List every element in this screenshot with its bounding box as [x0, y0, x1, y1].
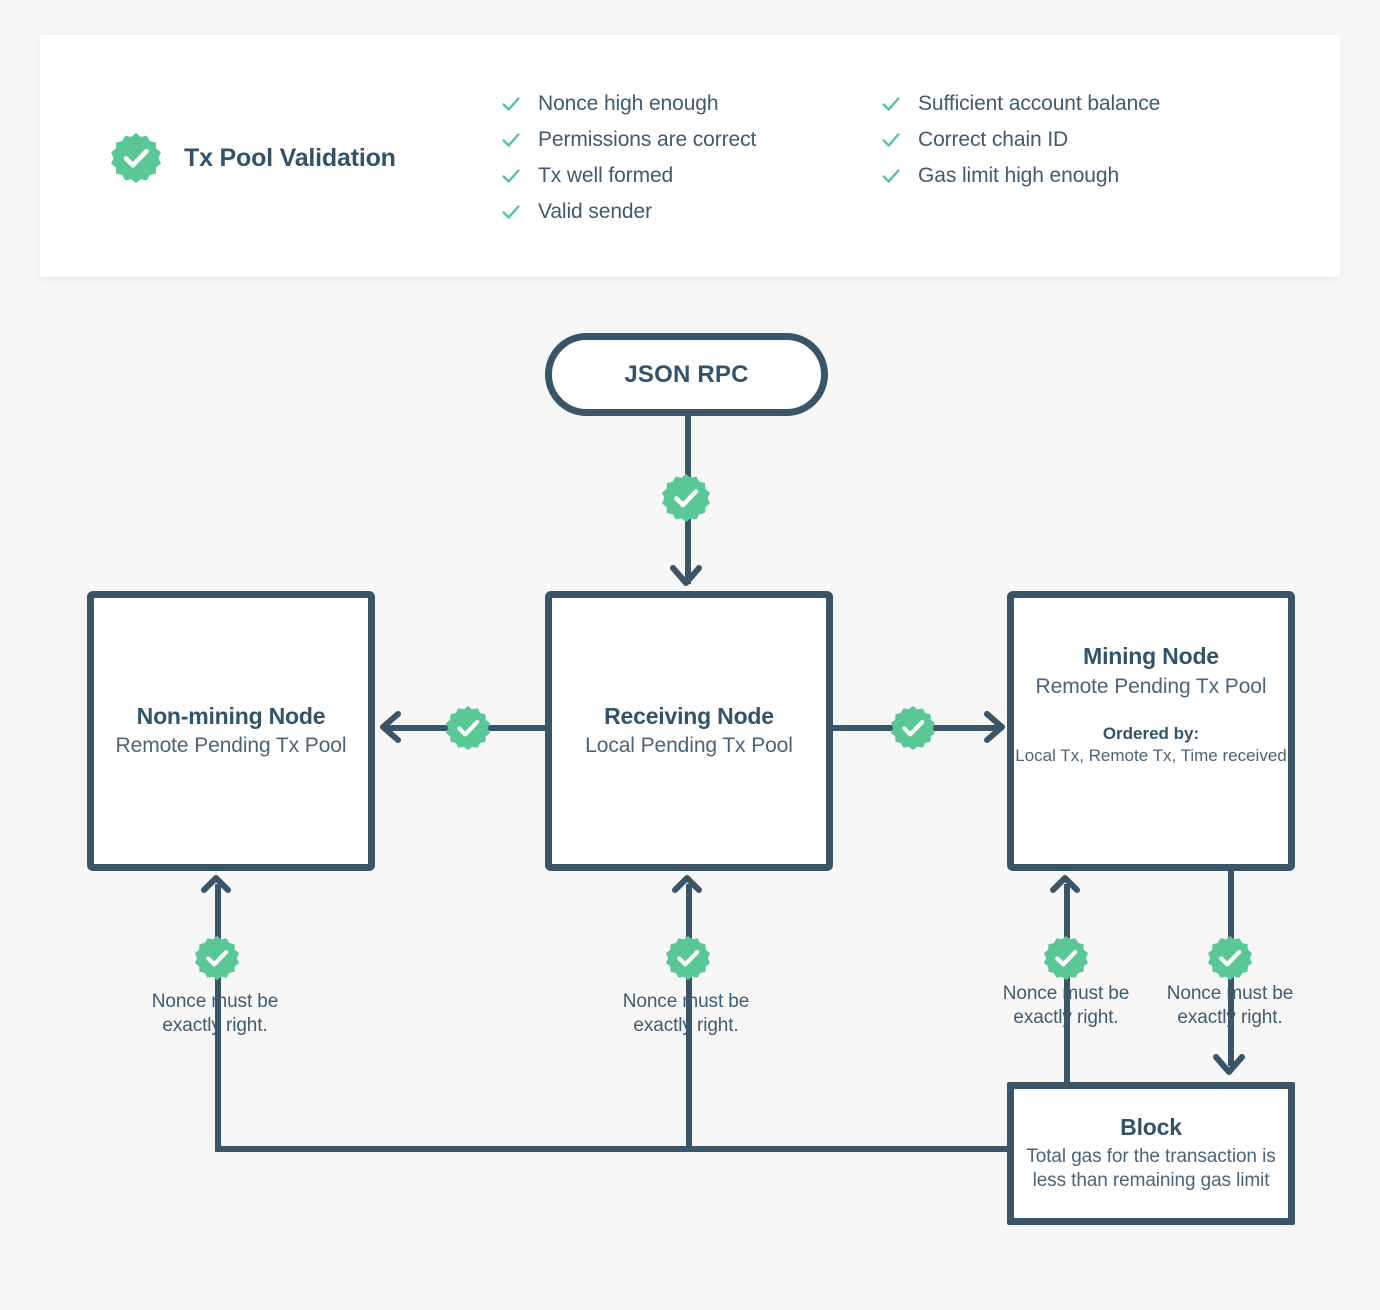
node-receiving-subtitle: Local Pending Tx Pool — [585, 734, 793, 758]
note-nonce-receiving: Nonce must be exactly right. — [622, 991, 750, 1037]
check-badge-icon-mining-edge — [890, 705, 936, 751]
node-non-mining[interactable]: Non-mining Node Remote Pending Tx Pool — [87, 591, 375, 871]
node-json-rpc-label: JSON RPC — [624, 360, 749, 388]
node-mining-ordered-by-value: Local Tx, Remote Tx, Time received — [1015, 745, 1287, 765]
connector-bus-to-nonmining — [215, 884, 221, 1149]
arrow-right-mining — [984, 711, 1005, 743]
check-icon — [502, 169, 520, 183]
connector-block-feedback-bus — [215, 1146, 1015, 1152]
checklist-label: Correct chain ID — [918, 128, 1069, 151]
checklist-item: Tx well formed — [500, 158, 756, 194]
connector-bus-to-receiving — [686, 884, 692, 1149]
node-block-subtitle: Total gas for the transaction is less th… — [1026, 1146, 1276, 1192]
node-non-mining-title: Non-mining Node — [136, 702, 326, 729]
card-title: Tx Pool Validation — [184, 143, 396, 172]
note-nonce-non-mining: Nonce must be exactly right. — [151, 991, 279, 1037]
validation-checklist-left: Nonce high enough Permissions are correc… — [500, 86, 756, 230]
checklist-item: Valid sender — [500, 194, 756, 230]
check-icon — [502, 97, 520, 111]
check-icon — [882, 97, 900, 111]
checklist-label: Nonce high enough — [538, 92, 719, 115]
check-icon — [882, 133, 900, 147]
checklist-label: Tx well formed — [538, 164, 674, 187]
arrow-up-nonmining — [201, 875, 231, 893]
validation-checklist-right: Sufficient account balance Correct chain… — [880, 86, 1160, 194]
check-badge-icon — [110, 132, 162, 184]
checklist-item: Permissions are correct — [500, 122, 756, 158]
node-receiving[interactable]: Receiving Node Local Pending Tx Pool — [545, 591, 833, 871]
node-mining-subtitle: Remote Pending Tx Pool — [1035, 674, 1267, 698]
check-badge-icon-jsonrpc-edge — [661, 473, 711, 523]
node-json-rpc[interactable]: JSON RPC — [545, 333, 828, 416]
checklist-label: Valid sender — [538, 200, 652, 223]
check-icon — [502, 205, 520, 219]
note-nonce-mining-right: Nonce must be exactly right. — [1166, 983, 1294, 1029]
check-badge-icon-mining-return-right — [1207, 935, 1253, 981]
checklist-label: Permissions are correct — [538, 128, 757, 151]
check-badge-icon-nonmining-edge — [445, 705, 491, 751]
node-block-title: Block — [1120, 1114, 1182, 1141]
arrow-down-receiving — [670, 565, 702, 586]
checklist-label: Sufficient account balance — [918, 92, 1161, 115]
checklist-label: Gas limit high enough — [918, 164, 1120, 187]
node-mining[interactable]: Mining Node Remote Pending Tx Pool Order… — [1007, 591, 1295, 871]
node-block[interactable]: Block Total gas for the transaction is l… — [1007, 1082, 1295, 1225]
tx-pool-validation-card: Tx Pool Validation Nonce high enough Per… — [40, 35, 1340, 277]
check-icon — [502, 133, 520, 147]
connector-block-to-mining — [1064, 884, 1070, 1082]
checklist-item: Nonce high enough — [500, 86, 756, 122]
card-title-group: Tx Pool Validation — [110, 132, 396, 184]
node-mining-ordered-by-label: Ordered by: — [1102, 723, 1200, 743]
check-icon — [882, 169, 900, 183]
node-non-mining-subtitle: Remote Pending Tx Pool — [115, 734, 347, 758]
checklist-item: Correct chain ID — [880, 122, 1160, 158]
note-nonce-mining-left: Nonce must be exactly right. — [1002, 983, 1130, 1029]
node-mining-title: Mining Node — [1083, 643, 1219, 669]
arrow-up-receiving — [672, 875, 702, 893]
arrow-up-mining — [1050, 875, 1080, 893]
check-badge-icon-mining-return-left — [1043, 935, 1089, 981]
checklist-item: Gas limit high enough — [880, 158, 1160, 194]
arrow-down-block — [1213, 1054, 1245, 1075]
check-badge-icon-nonmining-return — [194, 935, 240, 981]
checklist-item: Sufficient account balance — [880, 86, 1160, 122]
node-receiving-title: Receiving Node — [604, 702, 774, 729]
arrow-left-nonmining — [380, 711, 401, 743]
check-badge-icon-receiving-return — [665, 935, 711, 981]
